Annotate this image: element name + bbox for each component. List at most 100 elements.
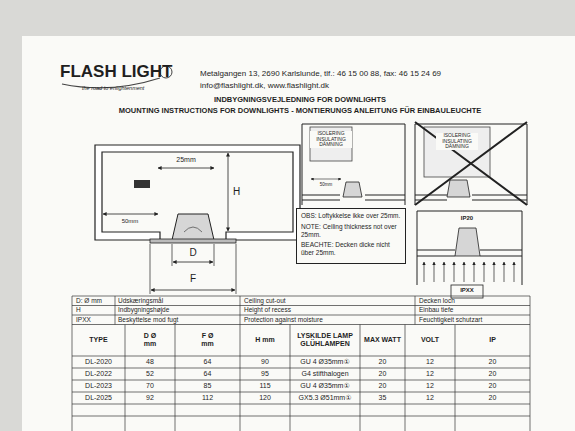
clearance-arrow: [158, 168, 214, 169]
lamp-reflector: [184, 227, 202, 232]
distance-arrow: [103, 214, 158, 215]
table-cell: Height of recess: [244, 307, 291, 314]
dimension-tick: [150, 244, 151, 294]
moisture-arrow: [464, 262, 465, 282]
table-header: VOLT: [408, 336, 452, 344]
table-cell: 112: [202, 394, 213, 402]
table-cell: 20: [489, 358, 497, 366]
cutout-arrow: [173, 262, 213, 263]
note-text: NOTE: Ceiling thickness not over 25mm.: [301, 223, 401, 239]
table-rule: [72, 315, 530, 316]
table-rule: [115, 296, 116, 325]
table-rule: [72, 368, 530, 369]
address-line: Metalgangen 13, 2690 Karlslunde, tlf.: 4…: [200, 70, 441, 79]
table-cell: 92: [146, 394, 154, 402]
table-cell: Feuchtigkeit schutzart: [419, 316, 482, 323]
table-rule: [240, 325, 241, 431]
table-header: TYPE: [75, 336, 122, 344]
insulation-block: [310, 127, 352, 161]
moisture-arrow: [444, 262, 445, 282]
table-cell: 20: [489, 382, 497, 390]
table-cell: 35: [379, 394, 387, 402]
table-rule: [72, 392, 530, 393]
table-cell: 90: [261, 358, 269, 366]
dimension-label: D: [189, 247, 196, 258]
table-cell: 120: [259, 394, 271, 402]
insulation-label: ISOLERING INSULATING DÄMNING: [310, 131, 352, 148]
moisture-arrow: [494, 262, 495, 282]
table-cell: 115: [259, 382, 270, 390]
heading: INDBYGNINGSVEJLEDNING FOR DOWNLIGHTS: [214, 96, 386, 104]
ip-label: IP20: [461, 215, 473, 222]
ceiling-frame: [302, 124, 405, 205]
moisture-arrow: [454, 262, 455, 282]
note-text: OBS: Loftykkelse ikke over 25mm.: [301, 212, 401, 220]
note-text: BEACHTE: Decken dicke nicht über 25mm.: [301, 241, 401, 257]
ceiling-frame: [417, 211, 522, 285]
table-cell: 12: [426, 358, 434, 366]
table-header: F Ø mm: [195, 332, 221, 348]
downlight-body: [343, 182, 362, 197]
table-cell: 20: [379, 358, 387, 366]
table-header: MAX WATT: [363, 336, 402, 344]
downlight-flange: [150, 239, 236, 243]
dimension-tick: [236, 244, 237, 294]
contact-line: info@flashlight.dk, www.flashlight.dk: [200, 82, 329, 91]
distance-arrow: [311, 179, 341, 180]
table-rule: [125, 325, 126, 431]
table-cell: 70: [146, 382, 154, 390]
table-cell: Protection against moisture: [244, 316, 323, 323]
table-cell: 85: [204, 382, 212, 390]
table-cell: DL-2023: [85, 382, 112, 390]
table-rule: [530, 296, 531, 431]
dimension-tick: [214, 244, 215, 266]
forbidden-cross: [415, 122, 527, 205]
table-cell: 48: [146, 358, 154, 366]
table-header: H mm: [252, 336, 278, 344]
table-rule: [72, 296, 73, 431]
moisture-arrow: [504, 262, 505, 282]
table-cell: G4 stifthalogen: [301, 370, 348, 378]
ceiling-recess: [95, 145, 300, 240]
table-cell: DL-2020: [85, 358, 112, 366]
table-cell: D: Ø mm: [76, 297, 102, 304]
flange-arrow: [151, 290, 235, 291]
table-rule: [72, 404, 530, 405]
moisture-arrow: [514, 262, 515, 282]
logo-text: FLASH LIGHT: [60, 62, 172, 81]
table-rule: [415, 296, 416, 325]
clip-block: [134, 180, 150, 188]
moisture-arrow: [434, 262, 435, 282]
moisture-arrow: [484, 262, 485, 282]
table-rule: [72, 324, 530, 325]
table-cell: 12: [426, 394, 434, 402]
table-cell: IPXX: [76, 316, 91, 323]
logo-tagline: the road to enlightenment: [82, 85, 144, 91]
table-cell: 12: [426, 382, 434, 390]
table-cell: H: [76, 307, 81, 314]
note-box: OBS: Loftykkelse ikke over 25mm. NOTE: Ce…: [296, 208, 406, 264]
table-rule: [72, 356, 530, 357]
table-rule: [175, 325, 176, 431]
table-cell: 64: [204, 370, 212, 378]
table-rule: [72, 380, 530, 381]
table-cell: 52: [146, 370, 154, 378]
insulation-label: ISOLERING INSULATING DÄMNING: [436, 133, 478, 150]
table-cell: DL-2025: [85, 394, 112, 402]
table-header: IP: [458, 336, 527, 344]
table-rule: [360, 325, 361, 431]
table-cell: 20: [379, 370, 387, 378]
table-cell: GU 4 Ø35mm①: [300, 382, 349, 390]
table-rule: [290, 325, 291, 431]
table-cell: Decken loch: [419, 297, 455, 304]
moisture-arrow: [474, 262, 475, 282]
table-cell: Indbygningshøjde: [118, 307, 169, 314]
dimension-label: 50mm: [320, 182, 333, 187]
dimension-label: H: [233, 186, 240, 197]
table-rule: [455, 325, 456, 431]
table-cell: Beskyttelse mod fugt: [118, 316, 178, 323]
table-cell: Udskæringsmål: [118, 297, 163, 304]
height-arrow: [228, 153, 229, 231]
table-cell: DL-2022: [85, 370, 112, 378]
dimension-tick: [172, 244, 173, 266]
